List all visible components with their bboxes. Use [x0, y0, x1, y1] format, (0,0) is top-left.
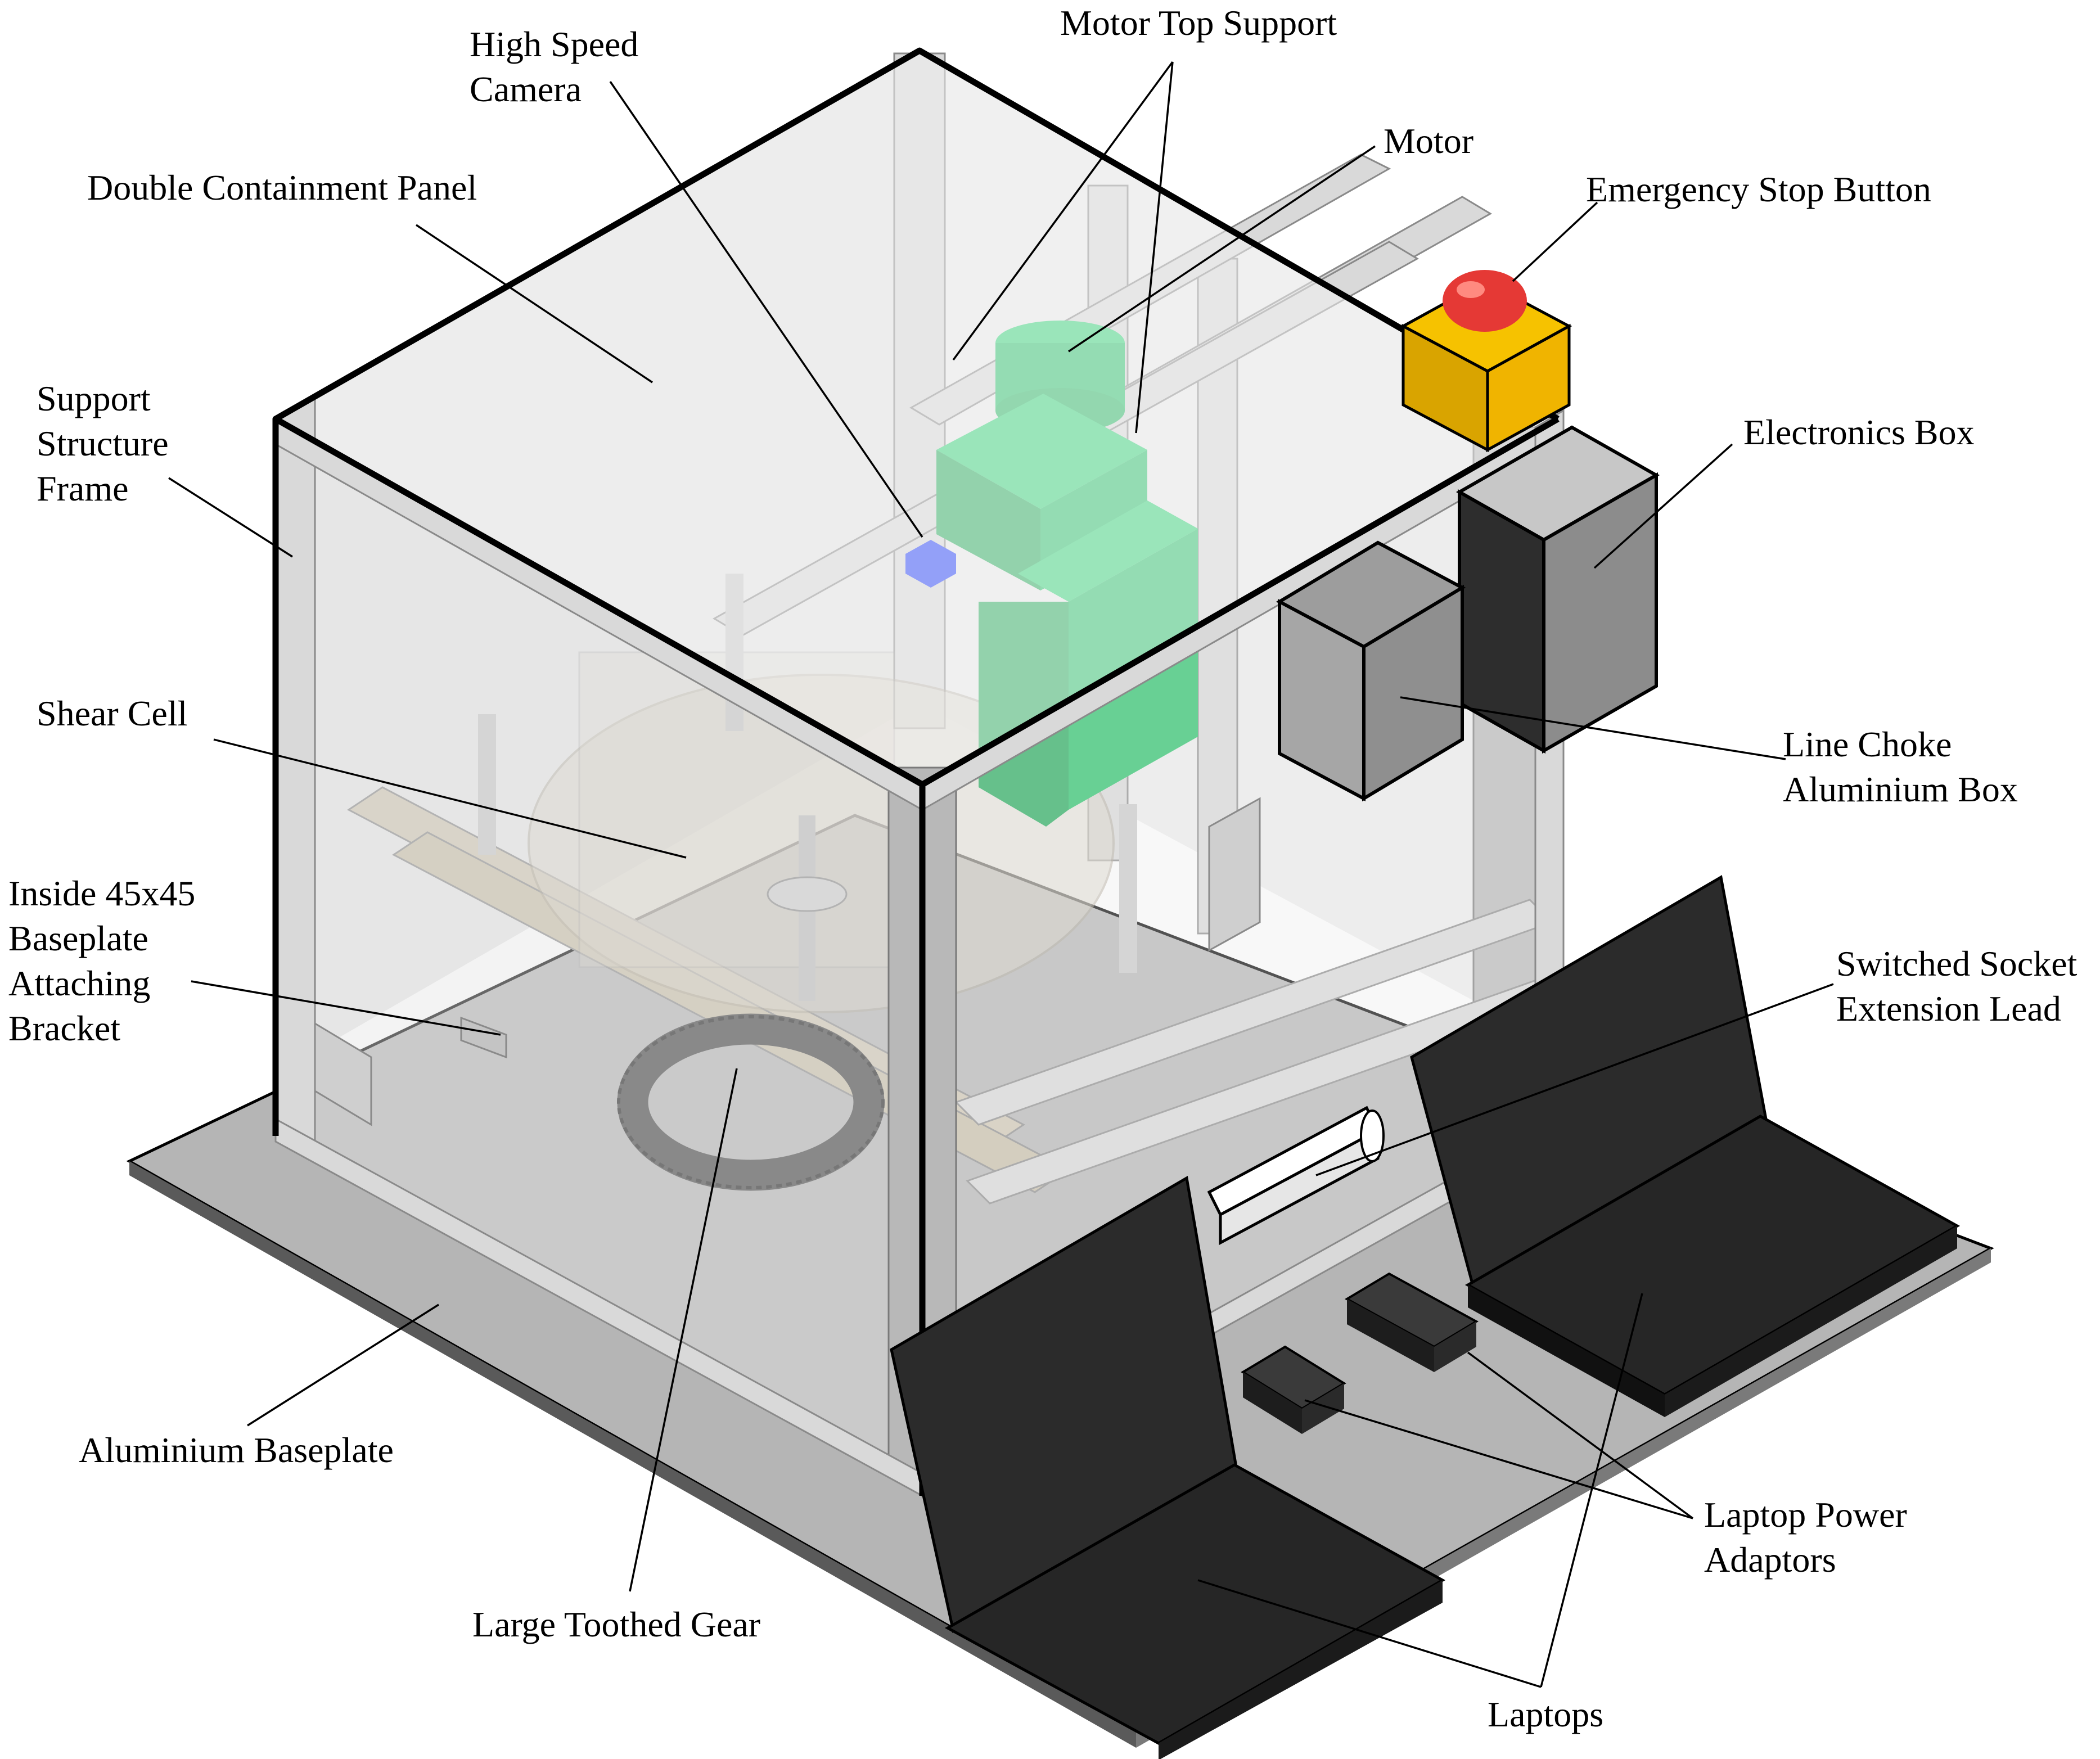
- laptop-right: [1410, 875, 1961, 1417]
- label-double-containment-panel: Double Containment Panel: [87, 168, 477, 208]
- electronics-box: [1455, 425, 1660, 754]
- label-laptops: Laptops: [1488, 1694, 1603, 1734]
- line-choke-aluminium-box: [1276, 540, 1466, 802]
- inside-45x45-baseplate-attaching-bracket: [314, 797, 1261, 1126]
- large-toothed-gear: [617, 1013, 885, 1191]
- switched-socket-extension-lead: [1207, 1106, 1385, 1246]
- label-electronics-box: Electronics Box: [1743, 412, 1975, 452]
- laptop-power-adaptors: [1241, 1272, 1479, 1434]
- label-emergency-stop-button: Emergency Stop Button: [1586, 169, 1931, 209]
- laptop-left: [890, 1176, 1446, 1759]
- label-motor: Motor: [1384, 121, 1473, 161]
- label-large-toothed-gear: Large Toothed Gear: [472, 1604, 760, 1644]
- label-aluminium-baseplate: Aluminium Baseplate: [79, 1430, 394, 1470]
- label-shear-cell: Shear Cell: [37, 693, 187, 733]
- leader-lines: [168, 61, 1834, 1688]
- label-motor-top-support: Motor Top Support: [1060, 3, 1337, 43]
- emergency-stop-button: [1400, 270, 1572, 453]
- laptops: [890, 875, 1961, 1759]
